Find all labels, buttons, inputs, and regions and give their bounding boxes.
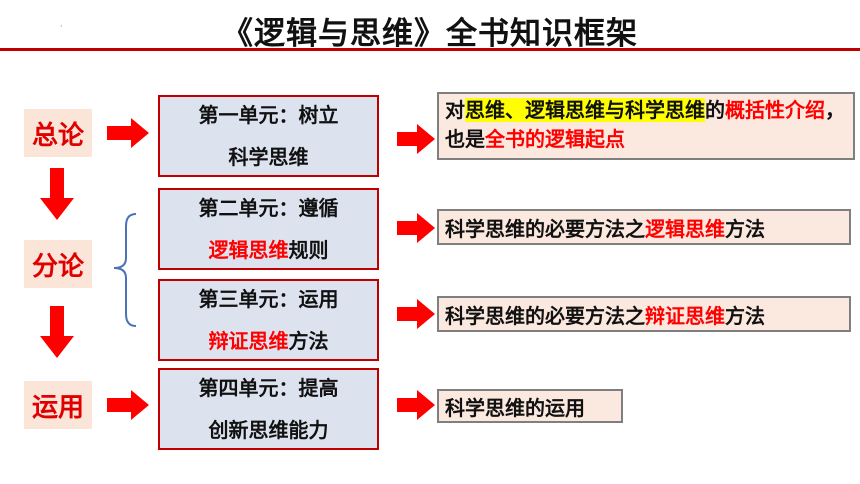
right-arrow-icon — [107, 390, 149, 420]
unit-box-4: 第四单元：提高 创新思维能力 — [158, 368, 379, 450]
desc-box-3: 科学思维的必要方法之辩证思维方法 — [437, 296, 851, 332]
unit-2-keyword: 逻辑思维 — [208, 238, 289, 262]
unit-3-rest: 方法 — [288, 329, 329, 353]
unit-3-keyword: 辩证思维 — [208, 329, 289, 353]
unit-2-line2: 逻辑思维规则 — [209, 229, 329, 271]
desc-box-1: 对思维、逻辑思维与科学思维的概括性介绍，也是全书的逻辑起点 — [437, 92, 855, 160]
right-arrow-icon — [397, 213, 435, 243]
down-arrow-icon — [40, 306, 74, 358]
desc-1-highlight: 思维、逻辑思维与科学思维 — [465, 98, 705, 122]
unit-2-line1: 第二单元：遵循 — [198, 196, 339, 220]
desc-box-2: 科学思维的必要方法之逻辑思维方法 — [437, 209, 851, 245]
page-title: 《逻辑与思维》全书知识框架 — [222, 16, 638, 52]
desc-2-keyword: 逻辑思维 — [645, 216, 725, 241]
stage-label-parts: 分论 — [24, 240, 92, 288]
desc-2-prefix: 科学思维的必要方法之 — [445, 216, 645, 241]
right-arrow-icon — [397, 299, 435, 329]
right-arrow-icon — [397, 390, 435, 420]
brace-icon — [113, 213, 137, 327]
title-underline — [0, 48, 860, 51]
unit-1-line1: 第一单元：树立 — [198, 103, 339, 127]
desc-1-keyword: 概括性介绍 — [725, 98, 825, 122]
unit-box-2: 第二单元：遵循 逻辑思维规则 — [158, 188, 379, 270]
unit-3-line1: 第三单元：运用 — [198, 287, 339, 311]
desc-1-part3: 的 — [705, 98, 725, 122]
down-arrow-icon — [40, 168, 74, 220]
unit-4-line1: 第四单元：提高 — [198, 376, 339, 400]
desc-3-prefix: 科学思维的必要方法之 — [445, 303, 645, 328]
unit-box-3: 第三单元：运用 辩证思维方法 — [158, 279, 379, 361]
decorative-dot: · — [60, 22, 63, 31]
unit-3-line2: 辩证思维方法 — [209, 320, 329, 362]
desc-3-keyword: 辩证思维 — [645, 303, 725, 328]
desc-1-keyword2: 全书的逻辑起点 — [485, 127, 625, 151]
stage-label-overview: 总论 — [24, 109, 92, 157]
unit-4-line2: 创新思维能力 — [208, 418, 329, 442]
unit-1-line2: 科学思维 — [228, 145, 309, 169]
stage-label-application: 运用 — [24, 381, 92, 429]
desc-2-suffix: 方法 — [725, 216, 765, 241]
desc-1-part1: 对 — [445, 98, 465, 122]
desc-4-text: 科学思维的运用 — [445, 395, 585, 420]
right-arrow-icon — [397, 124, 435, 154]
unit-box-1: 第一单元：树立 科学思维 — [158, 95, 379, 177]
desc-1-part5: ，也是 — [445, 98, 845, 151]
desc-3-suffix: 方法 — [725, 303, 765, 328]
desc-box-4: 科学思维的运用 — [437, 389, 623, 423]
right-arrow-icon — [107, 118, 149, 148]
unit-2-rest: 规则 — [288, 238, 329, 262]
